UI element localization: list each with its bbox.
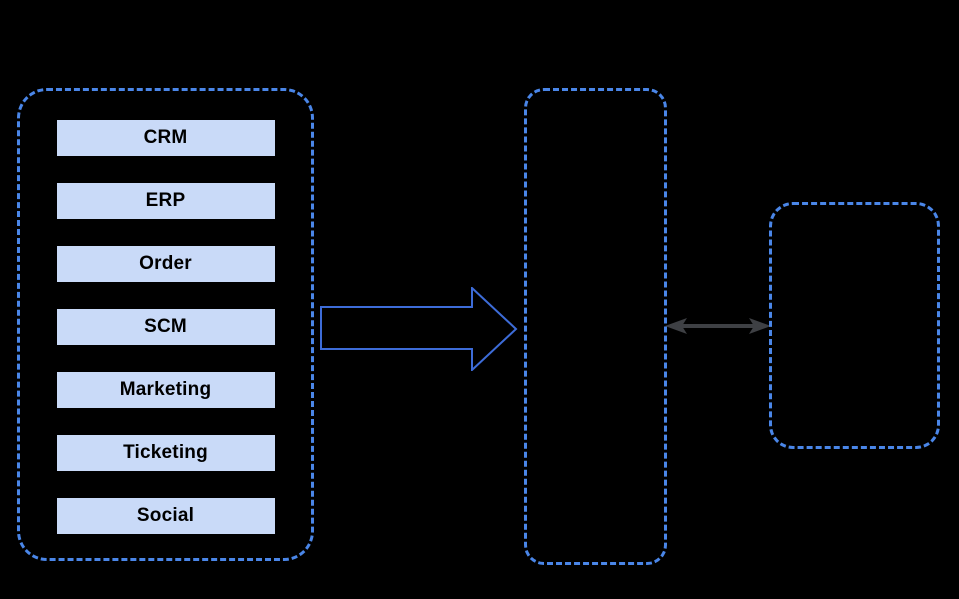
system-box-label: ERP [145,190,186,211]
system-box-erp: ERP [54,181,277,221]
system-box-label: SCM [144,316,187,337]
system-box-scm: SCM [54,307,277,347]
system-box-label: Social [136,505,195,526]
system-box-crm: CRM [54,118,277,158]
system-box-label: Ticketing [123,442,208,463]
right-container [769,202,940,449]
system-box-social: Social [54,496,277,536]
system-box-label: CRM [143,127,188,148]
system-box-label: Order [139,253,192,274]
source-systems-container: CRM ERP Order SCM Marketing Ticketing So… [17,88,314,561]
block-arrow-right-icon [320,287,518,371]
middle-container [524,88,667,565]
bidirectional-arrow-icon [665,318,771,334]
system-box-ticketing: Ticketing [54,433,277,473]
system-box-label: Marketing [119,379,212,400]
system-box-marketing: Marketing [54,370,277,410]
system-box-order: Order [54,244,277,284]
